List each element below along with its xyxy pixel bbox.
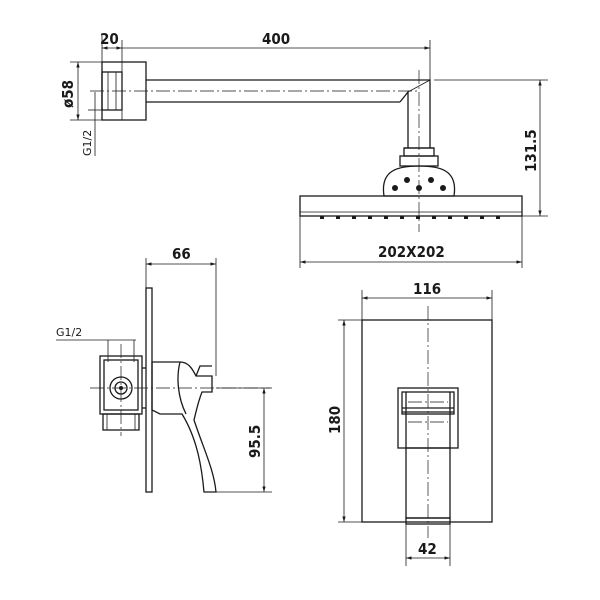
nozzle-row xyxy=(320,216,500,219)
dim-head-drop: 131.5 xyxy=(522,129,540,172)
dim-handle-drop: 95.5 xyxy=(246,425,264,458)
dim-mixer-thread: G1/2 xyxy=(56,326,82,339)
front-wall-plate xyxy=(361,319,493,523)
dim-mixer-projection: 66 xyxy=(172,245,191,263)
dim-flange-dia: ø58 xyxy=(59,80,77,108)
mixer-front-view: 116 180 42 xyxy=(326,280,493,566)
side-wall-plate xyxy=(145,287,153,493)
dim-arm-thread: G1/2 xyxy=(81,130,94,156)
mixer-side-view: 66 G1/2 95.5 xyxy=(56,245,272,493)
side-handle xyxy=(151,361,217,493)
shower-arm-view: 20 400 ø58 G1/2 131.5 202X202 xyxy=(59,30,548,268)
dim-head-size: 202X202 xyxy=(378,243,445,261)
dim-handle-width: 42 xyxy=(418,540,437,558)
dim-arm-length: 400 xyxy=(262,30,290,48)
dim-plate-height: 180 xyxy=(326,406,344,434)
shower-head-plate xyxy=(299,195,523,217)
dim-plate-width: 116 xyxy=(413,280,441,298)
dim-flange-depth: 20 xyxy=(100,30,119,48)
